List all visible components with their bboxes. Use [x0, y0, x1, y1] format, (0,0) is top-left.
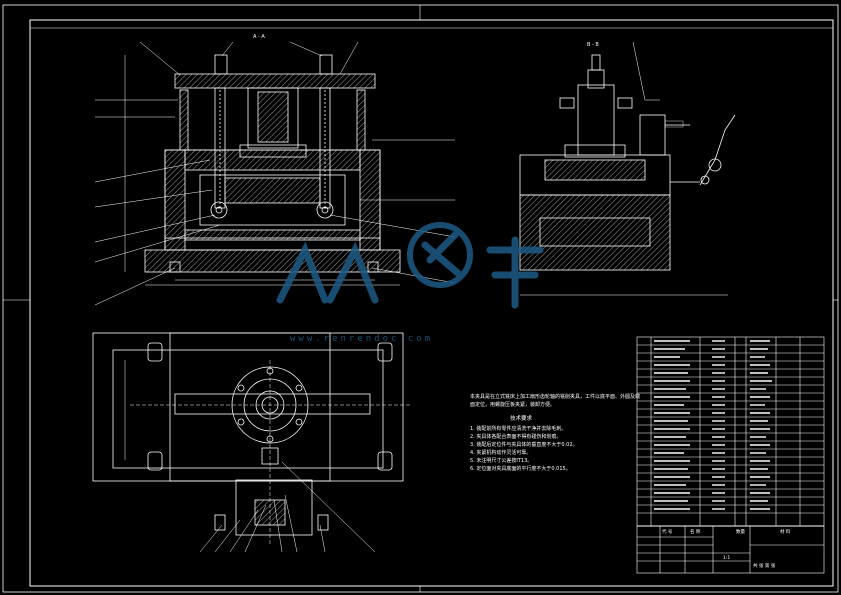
- technical-notes: 本夹具是在立式铣床上加工扇形齿轮轴的铣削夹具，工件以底平面、外圆及端面定位，用螺…: [470, 393, 640, 473]
- notes-item: 2. 夹具体各配合表面不得有碰伤和划痕。: [470, 434, 562, 440]
- parts-header-code: 代 号: [662, 530, 673, 535]
- sheet-border: [2, 4, 839, 593]
- parts-header-qty: 数量: [736, 530, 745, 535]
- parts-header-material: 材 料: [780, 530, 791, 535]
- notes-heading: 技术要求: [510, 416, 533, 422]
- notes-item: 3. 装配后定位件与夹具体的垂直度不大于0.02。: [470, 442, 578, 448]
- notes-description: 本夹具是在立式铣床上加工扇形齿轮轴的铣削夹具，工件以底平面、外圆及端面定位，用螺…: [470, 394, 641, 408]
- title-block-sheet: 共 张 第 张: [753, 564, 776, 569]
- parts-list: [636, 336, 825, 574]
- top-view: [92, 332, 410, 553]
- section-b-view: [519, 41, 736, 296]
- notes-item: 5. 未注明尺寸公差按IT13。: [470, 458, 533, 464]
- notes-item: 4. 夹紧机构动作灵活可靠。: [470, 450, 532, 456]
- notes-item: 6. 定位面对夹具底面的平行度不大于0.015。: [470, 466, 571, 472]
- section-a-label: A - A: [253, 34, 265, 40]
- parts-list-entries: [654, 340, 772, 510]
- parts-header-name: 名 称: [690, 530, 701, 535]
- section-a-view: [94, 41, 456, 306]
- notes-item: 1. 装配前所有零件应清洗干净并去除毛刺。: [470, 426, 567, 432]
- watermark-url: www.renrendoc.com: [290, 334, 434, 344]
- watermark-logo: [276, 222, 544, 309]
- title-block-scale: 1:1: [723, 556, 731, 561]
- section-b-label: B - B: [587, 42, 599, 48]
